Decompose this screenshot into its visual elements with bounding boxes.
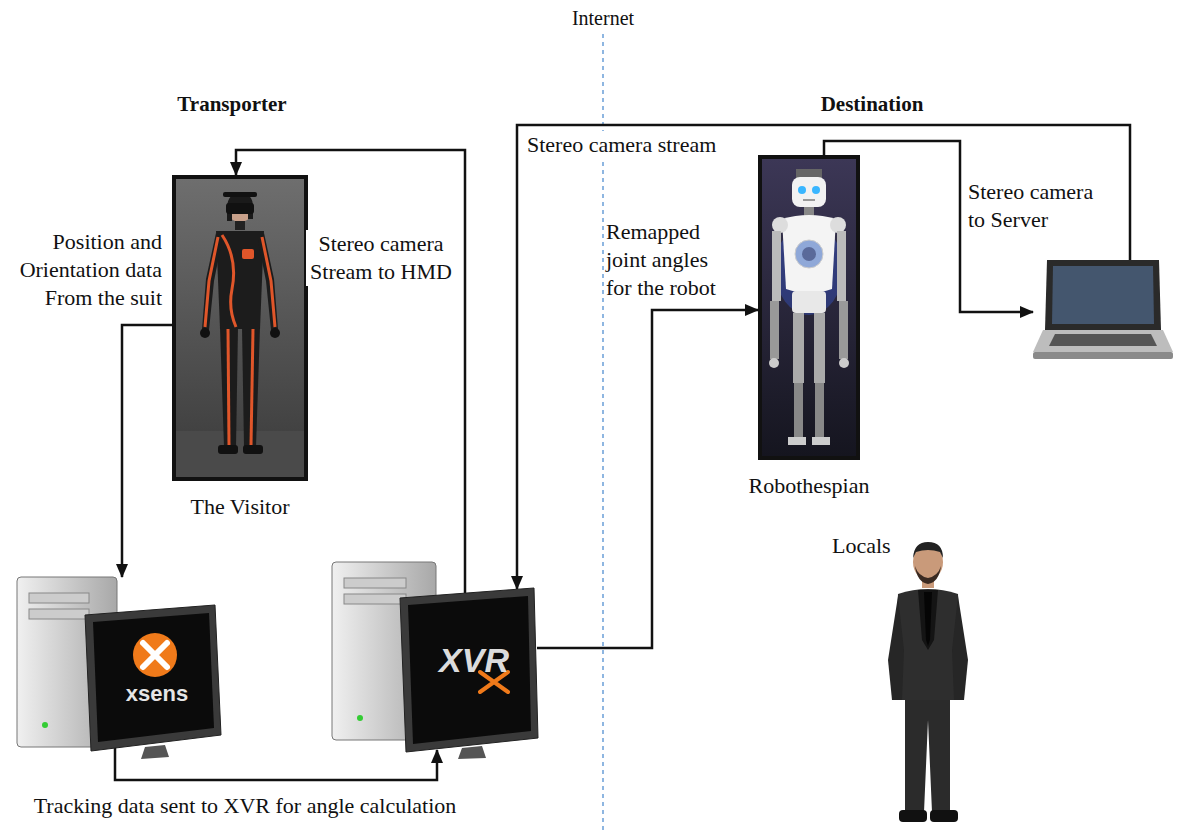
edge-label: Stereo camera to Server — [968, 178, 1103, 234]
flow-arrow — [537, 310, 758, 648]
network-label: Internet — [553, 4, 653, 32]
edge-label: Tracking data sent to XVR for angle calc… — [25, 792, 465, 820]
robot-photo: Robothespian — [758, 155, 860, 460]
section-heading: Transporter — [152, 90, 312, 118]
robot-illustration — [762, 159, 856, 456]
edge-label: Stereo camera Stream to HMD — [306, 230, 456, 286]
person-label: Locals — [832, 532, 912, 560]
edge-label: Remapped joint angles for the robot — [606, 218, 726, 302]
xsens-pc-illustration — [15, 575, 225, 760]
node-caption: XVR — [418, 640, 530, 680]
node-caption: xsens — [101, 681, 213, 707]
visitor-photo: The Visitor — [172, 175, 308, 481]
edge-label: Stereo camera stream — [527, 131, 742, 159]
node-caption: The Visitor — [190, 493, 289, 521]
flow-arrow — [122, 325, 172, 577]
xsens-computer: xsens — [15, 575, 225, 760]
node-caption: Robothespian — [749, 472, 870, 500]
laptop-server — [1033, 258, 1173, 362]
xvr-computer: XVR — [330, 560, 540, 760]
laptop-illustration — [1033, 258, 1173, 362]
section-heading: Destination — [792, 90, 952, 118]
visitor-illustration — [176, 179, 304, 477]
edge-label: Position and Orientation data From the s… — [12, 228, 162, 312]
local-person — [888, 542, 968, 822]
